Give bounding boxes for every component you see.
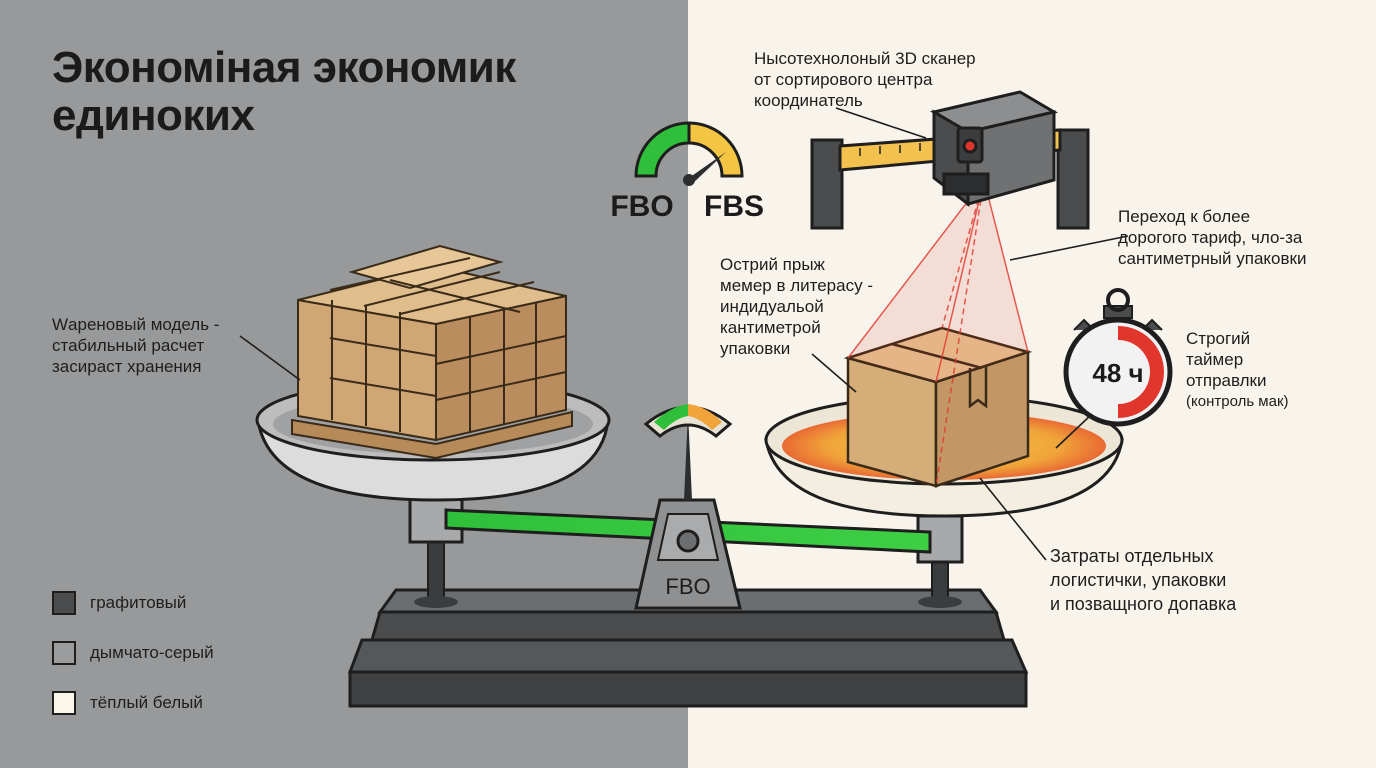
costs-label-line: логистички, упаковки <box>1050 570 1227 590</box>
title-line-2: единоких <box>52 91 255 140</box>
legend-label: графитовый <box>90 593 187 612</box>
package-label-line: кантиметрой <box>720 318 821 337</box>
legend-item: графитовый <box>52 590 214 616</box>
tariff-label-line: сантиметрный упаковки <box>1118 249 1307 268</box>
right-pan-support <box>916 514 964 608</box>
scale-base-label: FBO <box>665 574 710 599</box>
gauge-fbs-label: FBS <box>704 190 764 223</box>
fbo-fbs-gauge <box>634 121 744 186</box>
gauge-fbo-label: FBO <box>610 190 673 223</box>
costs-label-line: и позващного допавка <box>1050 594 1237 614</box>
timer-label-line: таймер <box>1186 350 1244 369</box>
legend-item: тёплый белый <box>52 690 214 716</box>
stopwatch <box>1063 288 1173 427</box>
balance-indicator <box>643 404 733 438</box>
tariff-label: Переход к более дорогого тариф, чло-за с… <box>1118 206 1306 269</box>
legend-swatch <box>52 591 76 615</box>
center-pillar <box>634 412 742 610</box>
title-line-1: Экономiная экономик <box>52 43 516 92</box>
pallet-label-line: Wареновый модель - <box>52 315 220 334</box>
package-label: Острий прыж мемер в литерасу - индидуаль… <box>720 254 873 359</box>
legend-swatch <box>52 641 76 665</box>
color-legend: графитовый дымчато-серый тёплый белый <box>52 590 214 740</box>
laser-cone <box>848 180 1028 382</box>
scanner-label-line: от сортирового центра <box>754 70 933 89</box>
scanner-label-line: Ныcотехнолоный 3D сканер <box>754 49 976 68</box>
timer-value: 48 ч <box>1092 358 1143 388</box>
scale-base <box>347 588 1029 708</box>
package-label-line: упаковки <box>720 339 791 358</box>
costs-label-line: Затраты отдельных <box>1050 546 1214 566</box>
legend-label: дымчато-серый <box>90 643 214 662</box>
legend-swatch <box>52 691 76 715</box>
tariff-label-line: дорогого тариф, чло-за <box>1118 228 1303 247</box>
pallet-label-line: стабильный расчет <box>52 336 205 355</box>
page-title: Экономiная экономик единоких <box>52 44 516 140</box>
ruler-ticks <box>859 133 1041 156</box>
3d-scanner <box>930 90 1058 208</box>
tariff-label-line: Переход к более <box>1118 207 1251 226</box>
laser-scan-beams <box>847 179 1029 487</box>
pallet-stack <box>291 244 573 460</box>
leader-lines <box>239 107 1129 561</box>
package-label-line: Острий прыж <box>720 255 825 274</box>
costs-label: Затраты отдельных логистички, упаковки и… <box>1050 544 1236 616</box>
scanner-label-line: координатель <box>754 91 863 110</box>
pallet-label-line: засираст хранения <box>52 357 202 376</box>
package-label-line: индидуальой <box>720 297 824 316</box>
timer-label-line: отправлки <box>1186 371 1267 390</box>
scanner-label: Ныcотехнолоный 3D сканер от сортирового … <box>754 48 976 111</box>
legend-item: дымчато-серый <box>52 640 214 666</box>
legend-label: тёплый белый <box>90 693 203 712</box>
single-package <box>843 326 1033 488</box>
timer-label-line: (контроль мак) <box>1186 393 1289 410</box>
timer-label-line: Строгий <box>1186 329 1251 348</box>
pallet-label: Wареновый модель - стабильный расчет зас… <box>52 314 219 377</box>
timer-label: Строгий таймер отправлки (контроль мак) <box>1186 328 1289 412</box>
package-label-line: мемер в литерасу - <box>720 276 873 295</box>
